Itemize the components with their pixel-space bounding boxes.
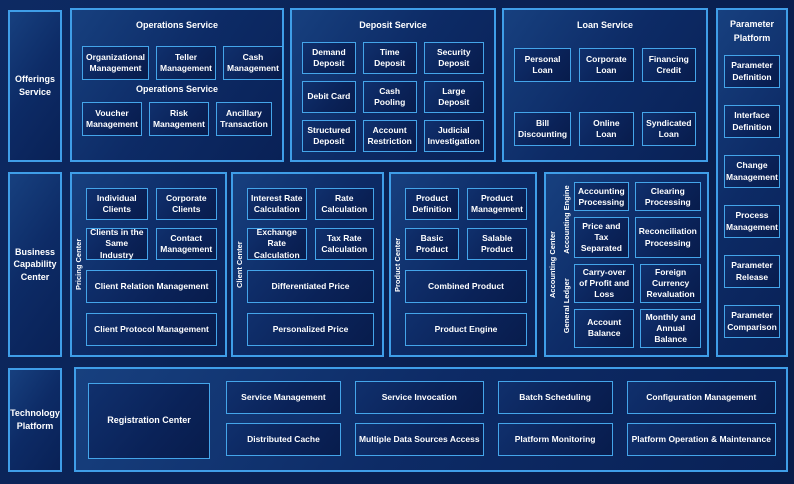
product-box-product-management: Product Management — [467, 188, 527, 220]
pricing-box-client-relation-management: Client Relation Management — [86, 270, 217, 303]
operations-box-risk-management: Risk Management — [148, 102, 209, 136]
product-center-panel: Product Center Product Definition Produc… — [389, 172, 537, 357]
loan-box-personal-loan: Personal Loan — [514, 48, 572, 82]
client-box-interest-rate-calculation: Interest Rate Calculation — [247, 188, 307, 220]
operations-box-voucher-management: Voucher Management — [82, 102, 142, 136]
accounting-box-clearing-processing: Clearing Processing — [634, 182, 701, 212]
pricing-box-contact-management: Contact Management — [155, 228, 217, 260]
technology-box-multiple-data-sources-access: Multiple Data Sources Access — [354, 423, 484, 456]
pricing-box-corporate-clients: Corporate Clients — [155, 188, 217, 220]
deposit-service-title: Deposit Service — [359, 20, 427, 30]
offerings-service-rail: Offerings Service — [8, 10, 62, 162]
parameter-box-parameter-release: Parameter Release — [724, 255, 780, 288]
ledger-box-monthly-annual-balance: Monthly and Annual Balance — [640, 308, 701, 348]
parameter-platform-title-line1: Parameter — [729, 19, 775, 29]
pricing-box-clients-same-industry: Clients in the Same Industry — [86, 227, 148, 260]
client-box-exchange-rate-calculation: Exchange Rate Calculation — [247, 227, 307, 260]
offerings-service-label: Offerings Service — [14, 74, 55, 97]
parameter-box-parameter-definition: Parameter Definition — [724, 55, 780, 88]
technology-box-registration-center: Registration Center — [88, 383, 210, 459]
loan-service-panel: Loan Service Personal Loan Corporate Loa… — [502, 8, 708, 162]
ledger-box-account-balance: Account Balance — [574, 308, 635, 348]
loan-box-financing-credit: Financing Credit — [641, 48, 696, 82]
technology-box-service-management: Service Management — [226, 381, 341, 414]
technology-platform-label: Technology Platform — [10, 408, 60, 431]
technology-platform-panel: Registration Center Service Management S… — [74, 367, 788, 472]
technology-box-batch-scheduling: Batch Scheduling — [497, 381, 613, 414]
parameter-box-interface-definition: Interface Definition — [724, 105, 780, 138]
accounting-center-label: Accounting Center — [547, 230, 557, 299]
accounting-box-accounting-processing: Accounting Processing — [574, 182, 629, 212]
ledger-box-carryover-profit-loss: Carry-over of Profit and Loss — [574, 263, 635, 303]
deposit-service-panel: Deposit Service Demand Deposit Time Depo… — [290, 8, 496, 162]
loan-box-online-loan: Online Loan — [579, 112, 634, 146]
deposit-box-large-deposit: Large Deposit — [423, 81, 484, 113]
accounting-box-reconciliation-processing: Reconciliation Processing — [634, 217, 701, 258]
deposit-box-debit-card: Debit Card — [302, 81, 356, 113]
general-ledger-group: General Ledger Carry-over of Profit and … — [560, 263, 701, 348]
general-ledger-label: General Ledger — [561, 278, 571, 334]
technology-box-platform-operation-maintenance: Platform Operation & Maintenance — [626, 423, 776, 456]
product-box-basic-product: Basic Product — [405, 228, 460, 260]
product-box-product-engine: Product Engine — [405, 313, 527, 346]
operations-box-teller-management: Teller Management — [156, 46, 216, 80]
client-center-panel: Client Center Interest Rate Calculation … — [231, 172, 384, 357]
technology-platform-rail: Technology Platform — [8, 368, 62, 472]
deposit-box-time-deposit: Time Deposit — [362, 42, 417, 74]
product-box-product-definition: Product Definition — [405, 188, 460, 220]
pricing-center-panel: Pricing Center Individual Clients Corpor… — [70, 172, 227, 357]
parameter-box-parameter-comparison: Parameter Comparison — [724, 305, 780, 338]
pricing-center-label: Pricing Center — [73, 238, 83, 291]
loan-box-bill-discounting: Bill Discounting — [514, 112, 572, 146]
client-box-personalized-price: Personalized Price — [247, 313, 374, 346]
operations-service-subtitle: Operations Service — [135, 84, 219, 94]
product-center-label: Product Center — [392, 237, 402, 292]
operations-service-title: Operations Service — [135, 20, 219, 30]
technology-box-configuration-management: Configuration Management — [626, 381, 776, 414]
product-box-salable-product: Salable Product — [467, 228, 527, 260]
parameter-platform-panel: Parameter Platform Parameter Definition … — [716, 8, 788, 357]
technology-box-service-invocation: Service Invocation — [354, 381, 484, 414]
accounting-engine-label: Accounting Engine — [561, 185, 571, 255]
operations-box-organizational-management: Organizational Management — [82, 46, 150, 80]
parameter-box-change-management: Change Management — [724, 155, 780, 188]
deposit-box-demand-deposit: Demand Deposit — [302, 42, 356, 74]
business-capability-label: Business Capability Center — [13, 246, 57, 282]
operations-service-panel: Operations Service Organizational Manage… — [70, 8, 284, 162]
parameter-platform-title-line2: Platform — [733, 32, 771, 43]
deposit-box-cash-pooling: Cash Pooling — [362, 81, 417, 113]
loan-box-corporate-loan: Corporate Loan — [579, 48, 634, 82]
operations-box-cash-management: Cash Management — [223, 46, 283, 80]
product-box-combined-product: Combined Product — [405, 270, 527, 303]
client-box-differentiated-price: Differentiated Price — [247, 270, 374, 303]
deposit-box-account-restriction: Account Restriction — [362, 120, 417, 152]
parameter-box-process-management: Process Management — [724, 205, 780, 238]
deposit-box-structured-deposit: Structured Deposit — [302, 120, 356, 152]
business-capability-rail: Business Capability Center — [8, 172, 62, 357]
operations-box-ancillary-transaction: Ancillary Transaction — [215, 102, 272, 136]
deposit-box-judicial-investigation: Judicial Investigation — [423, 120, 484, 152]
ledger-box-foreign-currency-revaluation: Foreign Currency Revaluation — [640, 263, 701, 303]
accounting-box-price-tax-separated: Price and Tax Separated — [574, 217, 629, 258]
client-box-tax-rate-calculation: Tax Rate Calculation — [314, 228, 374, 260]
accounting-center-panel: Accounting Center Accounting Engine Acco… — [544, 172, 709, 357]
technology-box-platform-monitoring: Platform Monitoring — [497, 423, 613, 456]
loan-service-title: Loan Service — [576, 20, 634, 30]
deposit-box-security-deposit: Security Deposit — [423, 42, 484, 74]
pricing-box-individual-clients: Individual Clients — [86, 188, 148, 220]
client-box-rate-calculation: Rate Calculation — [314, 188, 374, 220]
loan-box-syndicated-loan: Syndicated Loan — [641, 112, 696, 146]
pricing-box-client-protocol-management: Client Protocol Management — [86, 313, 217, 346]
accounting-engine-group: Accounting Engine Accounting Processing … — [560, 182, 701, 258]
technology-box-distributed-cache: Distributed Cache — [226, 423, 341, 456]
client-center-label: Client Center — [234, 241, 244, 288]
